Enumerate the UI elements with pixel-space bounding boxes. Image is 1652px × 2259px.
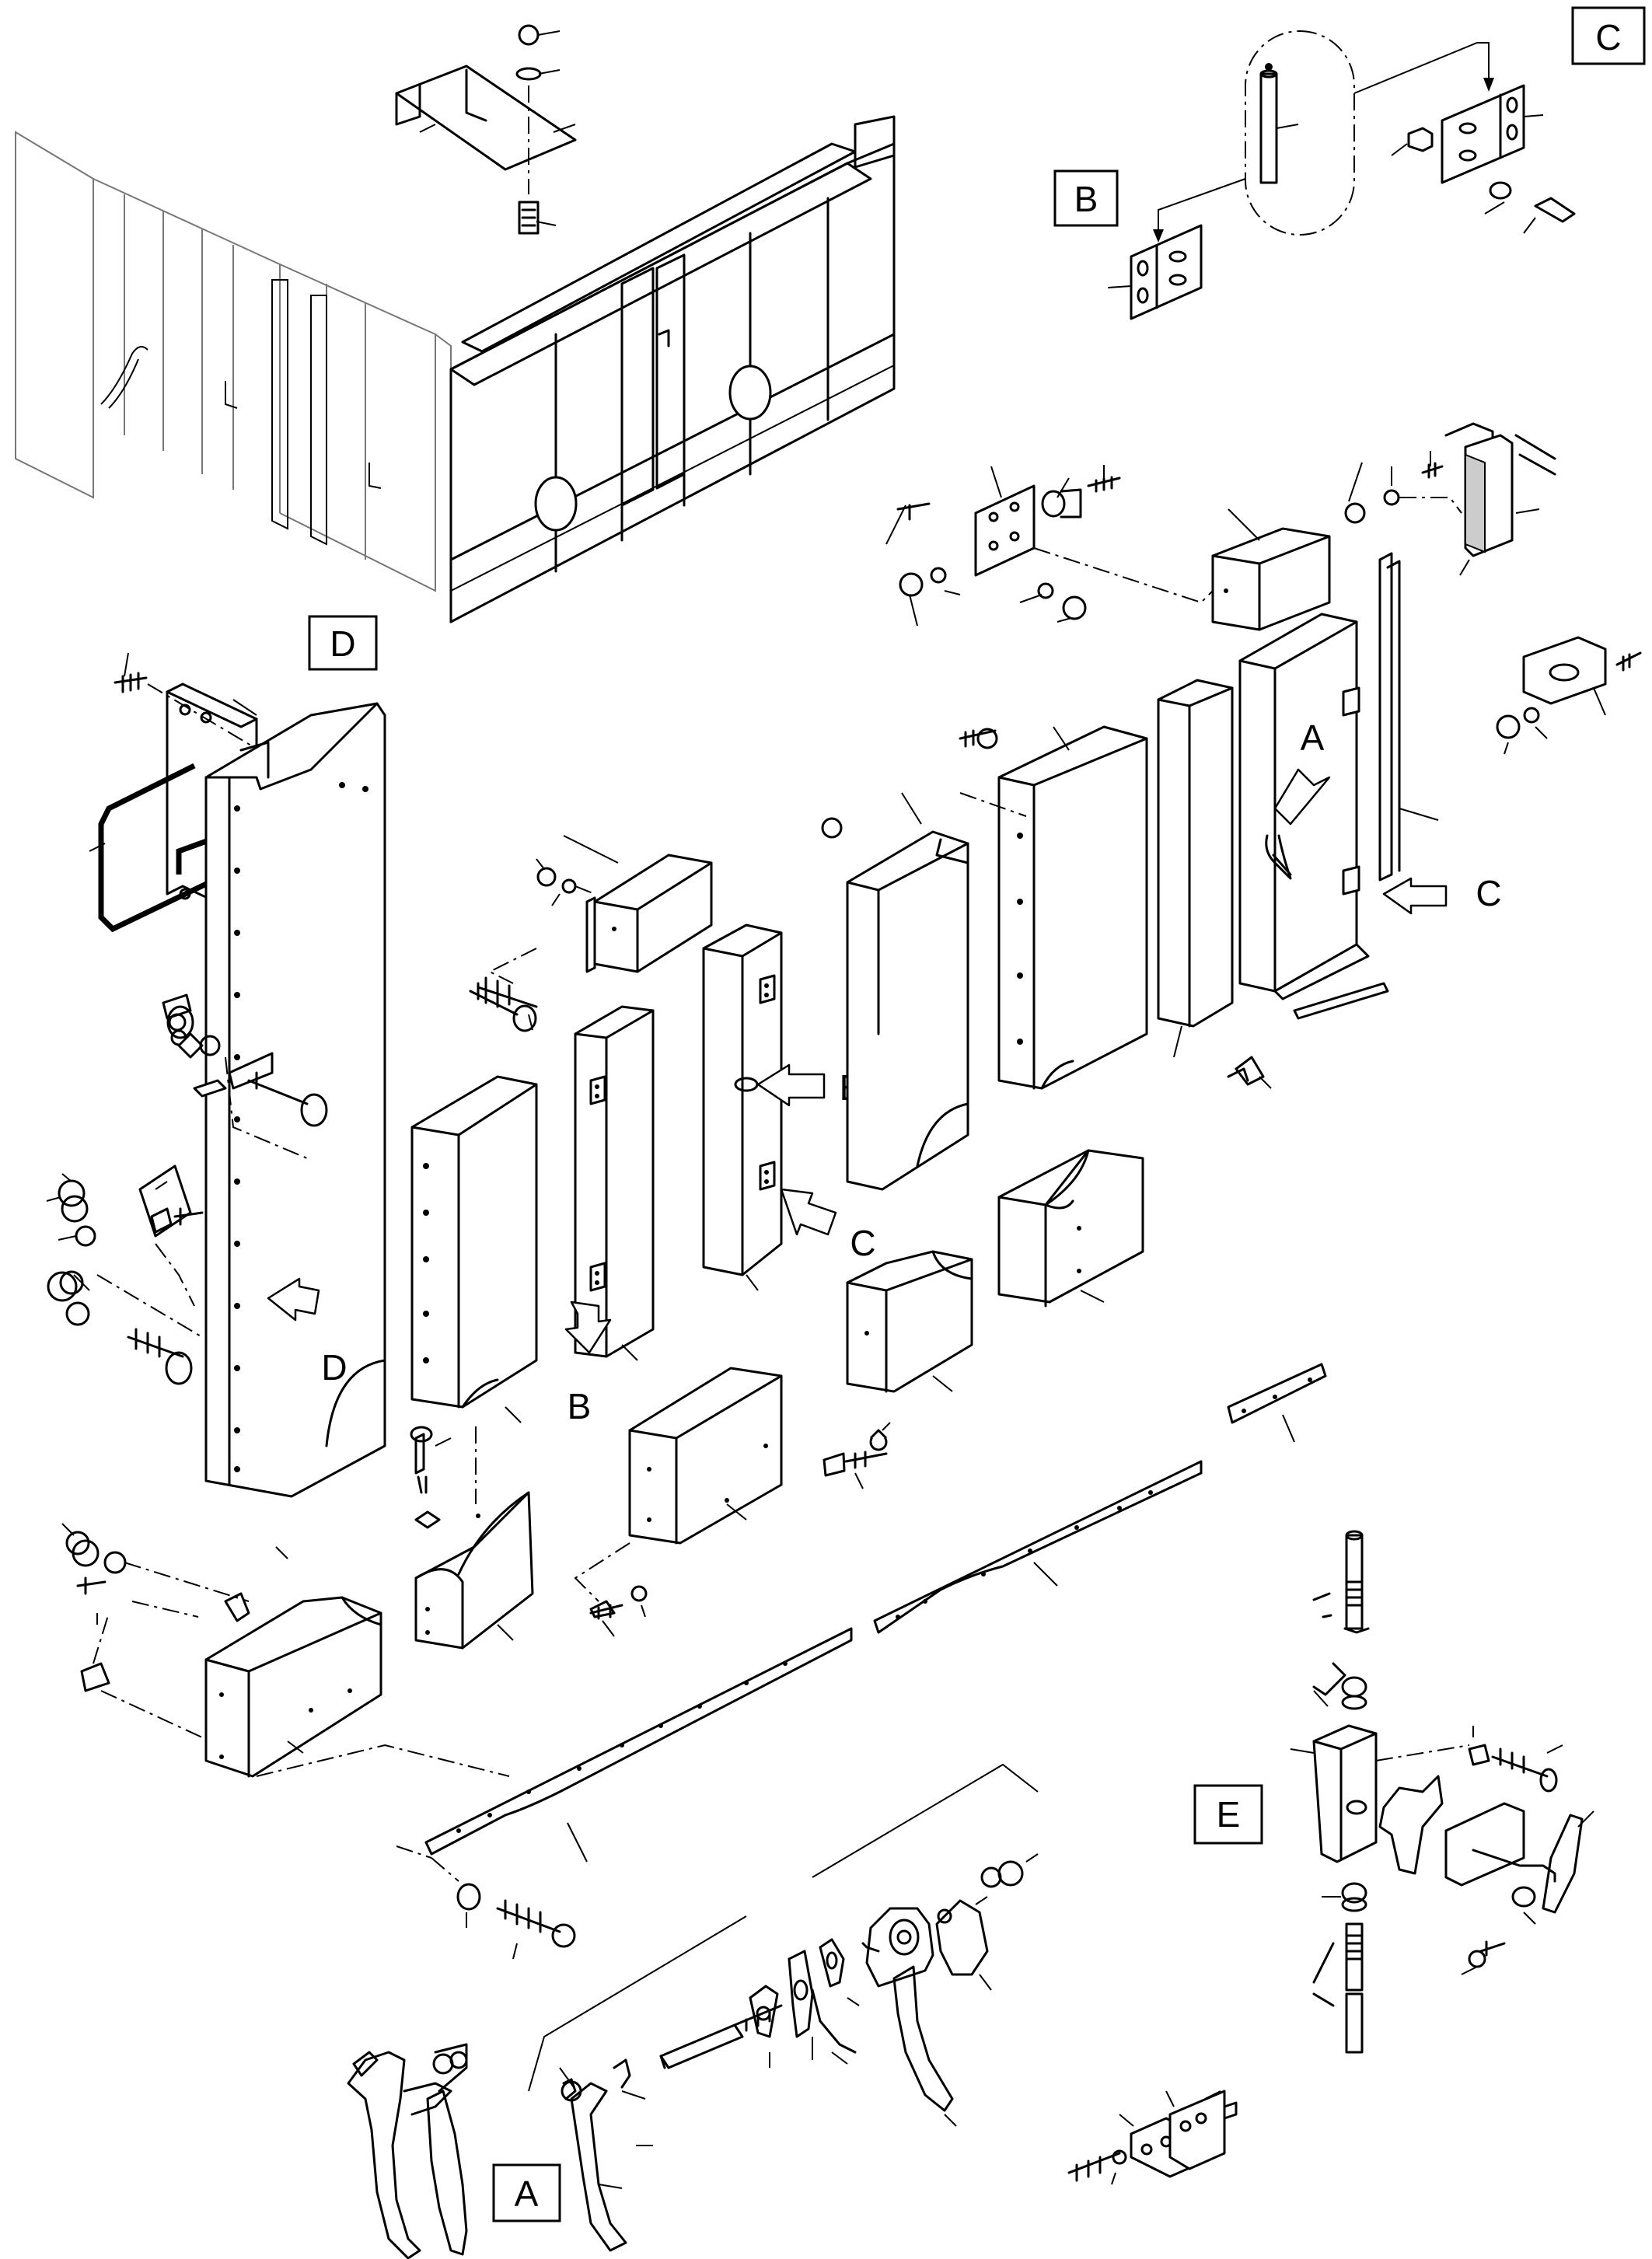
callout-a-text: A [1301,718,1325,758]
callout-c-top-text: C [1476,873,1501,913]
small-lower-block-center [846,1250,973,1393]
hinge-pin-small-detail [1067,2090,1238,2185]
curved-corner-block [410,1426,534,1650]
view-label-a: A [492,2163,561,2222]
hinge-column-panel [564,1005,655,1361]
strip-long-lower [396,1627,853,1960]
callout-a: A [1273,718,1331,826]
rectangular-lower-block [628,1367,783,1545]
lower-hardware-cluster [823,1422,891,1489]
upper-left-small-block-hardware [469,982,537,1032]
callout-c-top: C [1382,873,1502,915]
view-label-b: B [1053,169,1119,227]
large-panel-right [959,725,1148,1090]
vertical-seal-strip [1378,552,1439,882]
filler-block-top [1211,508,1331,631]
hinge-leaf-view-c [1391,84,1576,234]
latch-column-panel [702,924,783,1291]
tall-narrow-panel [1157,679,1234,1058]
view-label-e: E [1193,1784,1263,1845]
view-label-c-text: C [1595,17,1621,58]
large-panel-left [821,792,969,1191]
rear-wall-panel [449,115,896,623]
cab-context-outline [15,131,452,606]
tall-column-panel-1 [410,1075,538,1423]
view-label-e-text: E [1217,1794,1241,1835]
mid-lower-hardware [574,1542,648,1637]
handle-assembly-view-a [347,1763,1039,2259]
left-hardware-group [46,993,328,1385]
view-label-a-text: A [515,2173,539,2214]
left-door-panel [204,702,386,1559]
top-right-mount [1344,422,1556,576]
view-label-b-text: B [1074,179,1098,219]
side-eye-bracket [1496,636,1642,755]
callout-d: D [267,1277,348,1388]
door-panel-a [1227,613,1389,1089]
small-lower-block-right [997,1149,1144,1308]
view-label-d-text: D [330,623,355,664]
latch-assembly-view-e [1290,1530,1594,2054]
hinge-pin-detail [1153,30,1494,243]
callout-b-text: B [568,1386,592,1426]
view-label-c: C [1571,6,1646,65]
view-label-d: D [308,615,378,671]
callout-c-mid-text: C [850,1223,875,1263]
callout-d-text: D [321,1347,347,1388]
strip-long-upper [873,1460,1203,1634]
callout-c-mid: C [780,1188,876,1263]
upper-center-block [477,835,713,1031]
corner-mount-bracket [885,465,1214,627]
hinge-leaf-view-b [1107,224,1203,320]
lower-left-block [61,1523,510,1778]
callout-b: B [568,1386,592,1426]
short-strip-plate [1227,1363,1327,1443]
top-mount-bracket [395,24,577,235]
